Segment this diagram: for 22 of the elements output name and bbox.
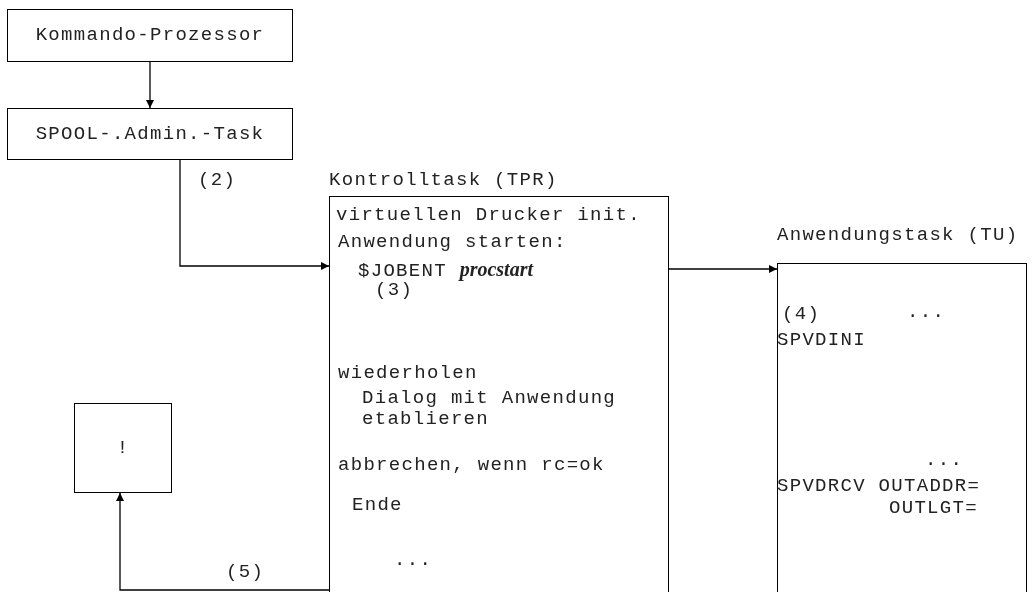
ellipsis-text: ... [907, 300, 946, 324]
process-name: Kommando-Prozessor [34, 23, 266, 47]
step-text: wiederholen [338, 361, 478, 385]
ellipsis-text: ... [925, 448, 964, 472]
parameter-text: OUTLGT= [889, 496, 978, 520]
process-name: SPOOL-.Admin.-Task [34, 122, 266, 146]
ellipsis-text: ... [394, 548, 433, 572]
macro-text: SPVDRCV OUTADDR= [777, 474, 981, 498]
task-heading: Kontrolltask (TPR) [329, 168, 558, 192]
step-text: Anwendung starten: [338, 230, 567, 254]
symbol-text: ! [115, 436, 131, 460]
arrow [116, 492, 330, 591]
step-number: (4) [782, 302, 821, 326]
step-text: Dialog mit Anwendung etablieren [362, 388, 618, 430]
task-heading: Anwendungstask (TU) [777, 223, 1019, 247]
arrow [179, 159, 330, 270]
macro-text: SPVDINI [777, 328, 866, 352]
arrow [668, 265, 778, 273]
step-text: Ende [352, 493, 403, 517]
step-text: virtuellen Drucker init. [336, 203, 641, 227]
step-text: abbrechen, wenn rc=ok [338, 453, 605, 477]
arrow [146, 61, 154, 109]
